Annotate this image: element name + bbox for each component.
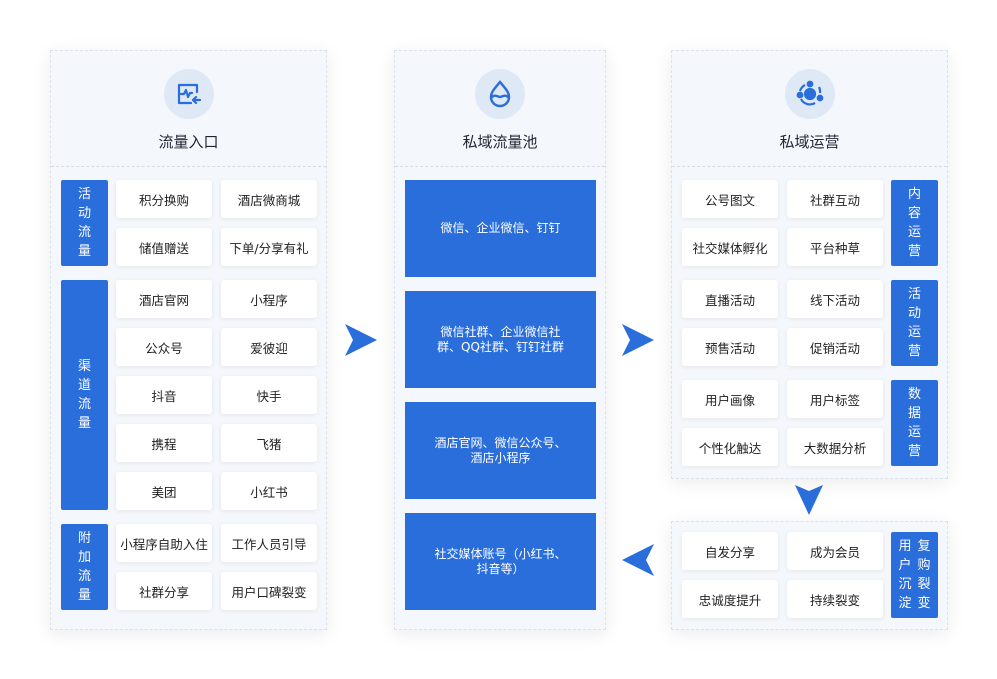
monitor-pulse-icon: [163, 69, 214, 119]
arrow-right-icon: [345, 324, 377, 356]
tile: 社群互动: [787, 180, 883, 218]
tile: 社群分享: [116, 572, 212, 610]
tile: 下单/分享有礼: [221, 228, 317, 266]
panel-title: 流量入口: [158, 133, 219, 151]
tile: 工作人员引导: [221, 524, 317, 562]
panel-header: 私域运营: [672, 51, 947, 167]
tile: 个性化触达: [682, 428, 778, 466]
tile: 酒店微商城: [221, 180, 317, 218]
private-ops-panel: 私域运营 公号图文 社群互动 社交媒体孵化 平台种草 内容运营 直播活动 线下活…: [671, 50, 948, 479]
pool-item: 微信社群、企业微信社群、QQ社群、钉钉社群: [405, 291, 596, 388]
tile: 美团: [116, 472, 212, 510]
traffic-entry-panel: 流量入口 活动流量 积分换购 酒店微商城 储值赠送 下单/分享有礼 渠道流量 酒…: [50, 50, 327, 630]
tile: 抖音: [116, 376, 212, 414]
arrow-left-icon: [622, 544, 654, 576]
tile: 预售活动: [682, 328, 778, 366]
tile: 自发分享: [682, 532, 778, 570]
tile: 快手: [221, 376, 317, 414]
panel-header: 流量入口: [51, 51, 326, 167]
tile: 平台种草: [787, 228, 883, 266]
tile: 大数据分析: [787, 428, 883, 466]
private-pool-panel: 私域流量池 微信、企业微信、钉钉 微信社群、企业微信社群、QQ社群、钉钉社群 酒…: [394, 50, 606, 630]
tile: 用户标签: [787, 380, 883, 418]
tile: 公号图文: [682, 180, 778, 218]
group-label: 用户沉淀复购裂变: [891, 532, 938, 618]
tile: 公众号: [116, 328, 212, 366]
panel-header: 私域流量池: [395, 51, 605, 167]
group-label: 内容运营: [891, 180, 938, 266]
orbit-icon: [784, 69, 835, 119]
pool-item: 社交媒体账号（小红书、抖音等）: [405, 513, 596, 610]
arrow-right-icon: [622, 324, 654, 356]
group-label: 附加流量: [61, 524, 108, 610]
group-label: 渠道流量: [61, 280, 108, 510]
arrow-down-icon: [795, 485, 823, 515]
group-label: 数据运营: [891, 380, 938, 466]
tile: 促销活动: [787, 328, 883, 366]
tile: 小程序: [221, 280, 317, 318]
tile: 酒店官网: [116, 280, 212, 318]
panel-title: 私域流量池: [462, 133, 538, 151]
tile: 直播活动: [682, 280, 778, 318]
tile: 爱彼迎: [221, 328, 317, 366]
tile: 持续裂变: [787, 580, 883, 618]
tile: 储值赠送: [116, 228, 212, 266]
tile: 社交媒体孵化: [682, 228, 778, 266]
tile: 小程序自助入住: [116, 524, 212, 562]
pool-item: 微信、企业微信、钉钉: [405, 180, 596, 277]
pool-item: 酒店官网、微信公众号、酒店小程序: [405, 402, 596, 499]
tile: 用户口碑裂变: [221, 572, 317, 610]
panel-title: 私域运营: [779, 133, 840, 151]
tile: 携程: [116, 424, 212, 462]
water-drop-icon: [475, 69, 525, 119]
group-label: 活动流量: [61, 180, 108, 266]
tile: 成为会员: [787, 532, 883, 570]
tile: 小红书: [221, 472, 317, 510]
tile: 忠诚度提升: [682, 580, 778, 618]
tile: 飞猪: [221, 424, 317, 462]
retention-panel: 自发分享 成为会员 忠诚度提升 持续裂变 用户沉淀复购裂变: [671, 521, 948, 630]
tile: 积分换购: [116, 180, 212, 218]
tile: 线下活动: [787, 280, 883, 318]
group-label: 活动运营: [891, 280, 938, 366]
tile: 用户画像: [682, 380, 778, 418]
